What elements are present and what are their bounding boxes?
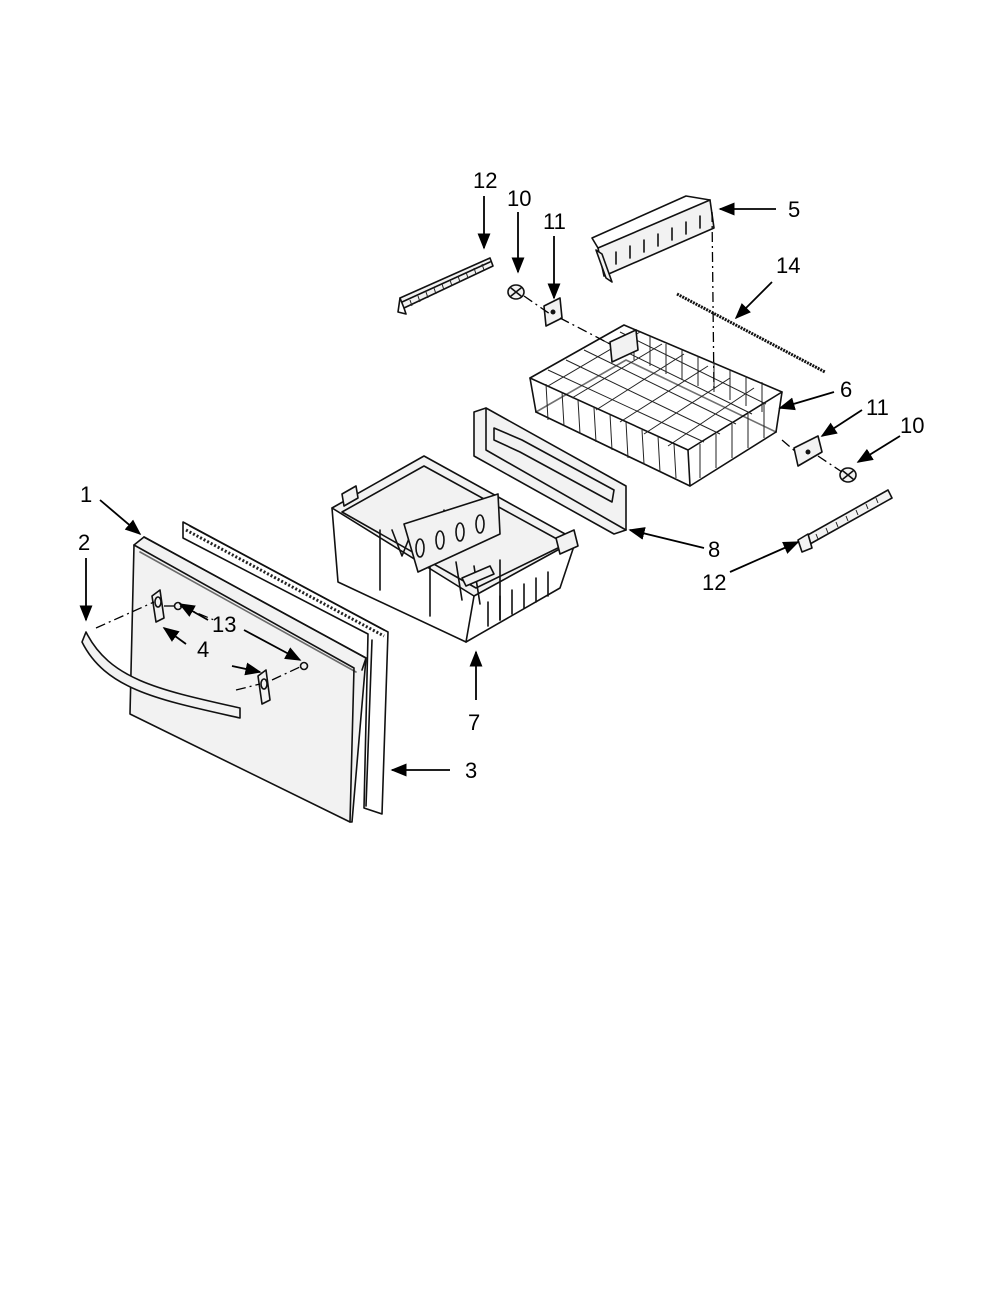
callout-6: 6 (840, 377, 852, 402)
callout-11-top: 11 (543, 209, 566, 234)
basket-divider-part (591, 195, 715, 283)
storage-bin-part (331, 455, 579, 643)
callout-3: 3 (465, 758, 477, 783)
callout-10-top: 10 (507, 186, 531, 211)
leader-lines (79, 196, 901, 777)
callout-12-right: 12 (702, 570, 726, 595)
callout-12-top: 12 (473, 168, 497, 193)
callout-4: 4 (197, 637, 209, 662)
callout-7: 7 (468, 710, 480, 735)
callout-labels: 12 10 11 5 14 6 11 10 8 12 7 3 1 2 13 4 (78, 168, 924, 783)
callout-1: 1 (80, 482, 92, 507)
callout-10-right: 10 (900, 413, 924, 438)
screw-handle-right-part (299, 661, 309, 671)
slide-rail-right-part (797, 489, 893, 553)
door-handle-part (81, 631, 241, 719)
callout-5: 5 (788, 197, 800, 222)
slide-rail-left-part (397, 257, 494, 315)
handle-mount-left-part (151, 589, 165, 623)
wire-basket-part (529, 324, 783, 487)
callout-13: 13 (212, 612, 236, 637)
callout-2: 2 (78, 530, 90, 555)
basket-rod-part (676, 292, 826, 374)
door-panel-part (129, 536, 367, 823)
bracket-top-part (543, 297, 563, 327)
screw-top-part (507, 284, 525, 300)
callout-8: 8 (708, 537, 720, 562)
callout-14: 14 (776, 253, 800, 278)
handle-mount-right-part (257, 669, 271, 705)
door-gasket-part (182, 521, 389, 815)
callout-11-right: 11 (866, 395, 889, 420)
drawer-cover-part (473, 407, 627, 535)
bracket-right-part (793, 435, 823, 467)
screw-right-part (839, 467, 857, 483)
